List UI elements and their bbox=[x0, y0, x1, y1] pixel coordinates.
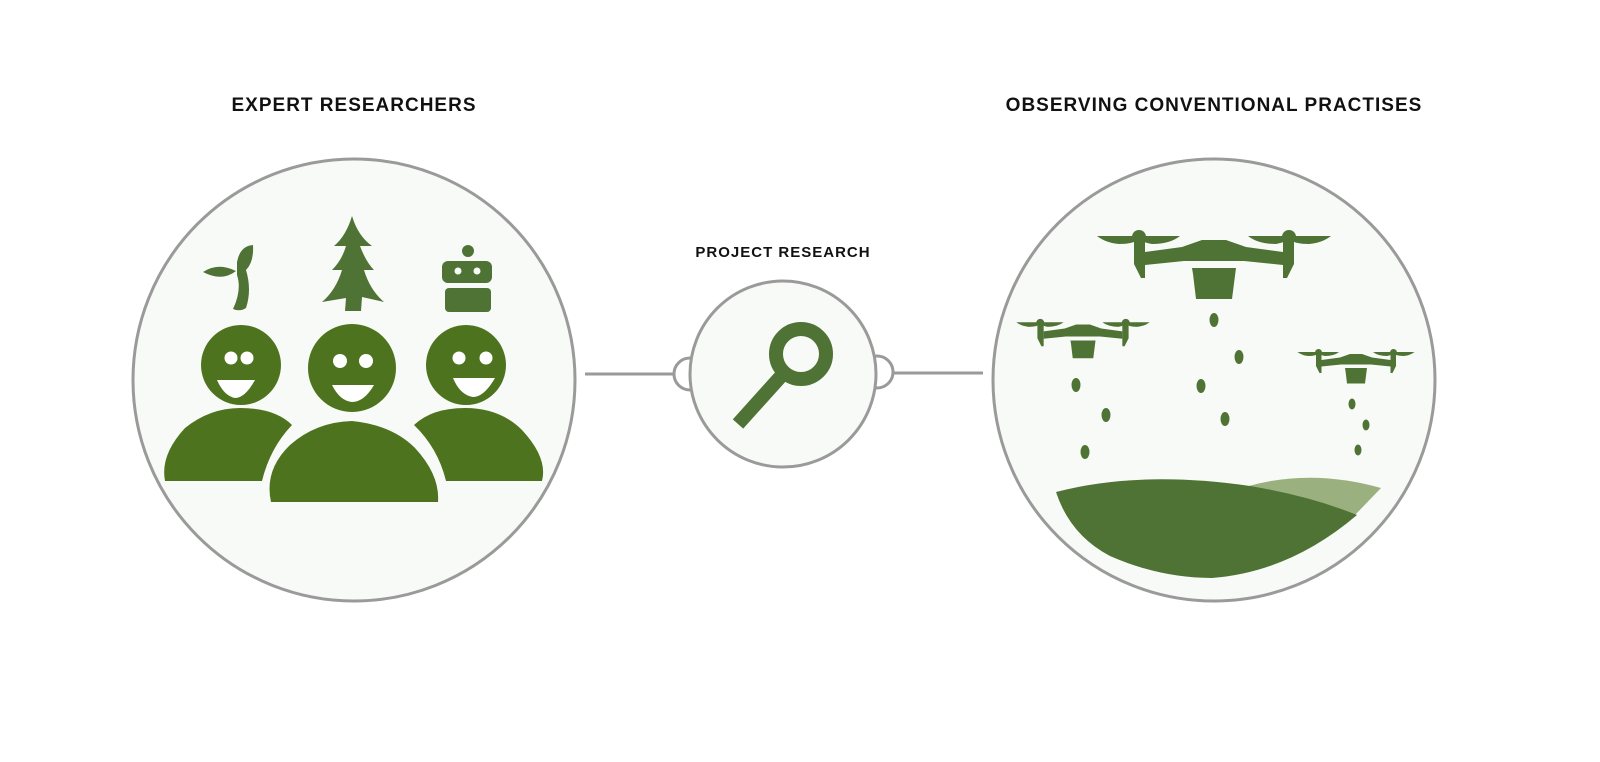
connector-left bbox=[585, 356, 708, 392]
connector-right bbox=[859, 354, 983, 390]
field-icon bbox=[1056, 477, 1381, 578]
tree-icon bbox=[322, 216, 384, 311]
people-icon bbox=[164, 324, 544, 502]
sprout-icon bbox=[203, 245, 254, 311]
observing-practises-title: OBSERVING CONVENTIONAL PRACTISES bbox=[1006, 95, 1423, 116]
spray-drops bbox=[1071, 313, 1370, 459]
magnifier-icon bbox=[732, 322, 833, 429]
project-research-title: PROJECT RESEARCH bbox=[695, 244, 870, 261]
expert-researchers-title: EXPERT RESEARCHERS bbox=[232, 95, 477, 116]
project-research-circle bbox=[688, 279, 878, 469]
robot-icon bbox=[442, 245, 492, 312]
observing-practises-circle bbox=[991, 157, 1437, 603]
expert-researchers-circle bbox=[131, 157, 577, 603]
